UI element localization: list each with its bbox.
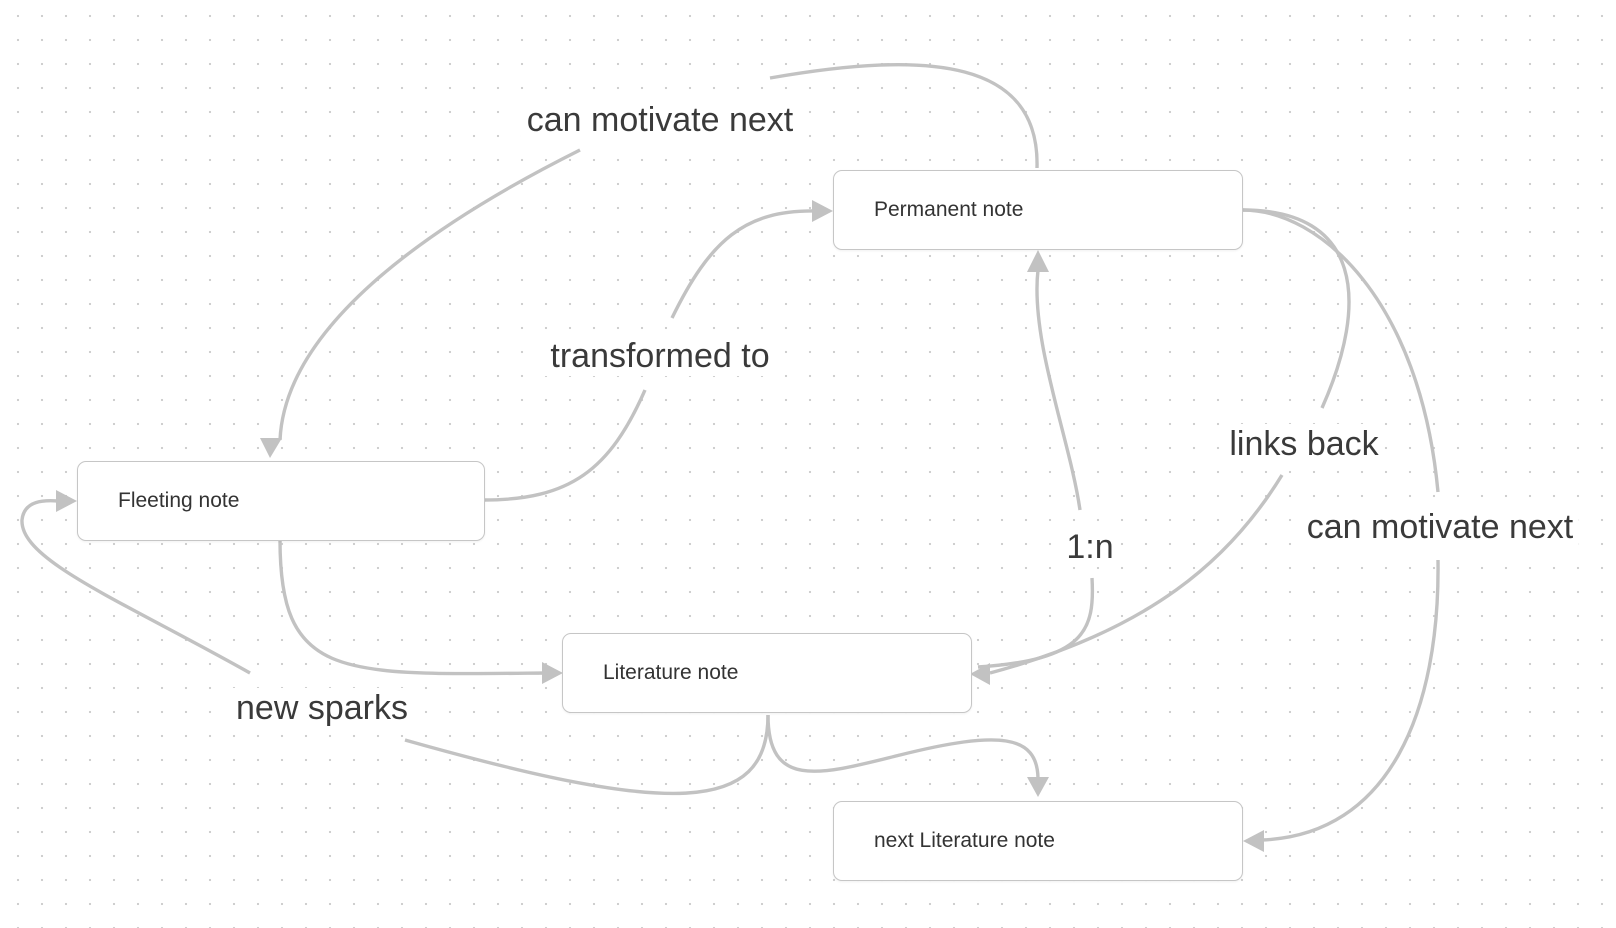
node-literature-note[interactable]: Literature note [562, 633, 972, 713]
edge-label-can-motivate-next-right[interactable]: can motivate next [1300, 507, 1580, 547]
node-label: next Literature note [874, 829, 1055, 852]
edge-label-links-back[interactable]: links back [1223, 424, 1385, 464]
node-label: Literature note [603, 661, 739, 684]
node-fleeting-note[interactable]: Fleeting note [77, 461, 485, 541]
node-label: Permanent note [874, 198, 1024, 221]
edge-label-one-to-n[interactable]: 1:n [1060, 527, 1120, 567]
edge-fleeting-to-lit[interactable] [278, 539, 546, 676]
edge-fleeting-to-perm[interactable] [483, 209, 816, 502]
edge-lit-to-perm-arrowhead [1027, 250, 1049, 272]
edge-lit-to-nextlit[interactable] [766, 714, 1040, 779]
node-next-literature-note[interactable]: next Literature note [833, 801, 1243, 881]
node-label: Fleeting note [118, 489, 240, 512]
edge-perm-to-fleeting-arrowhead [260, 438, 282, 458]
edge-label-can-motivate-next-top[interactable]: can motivate next [520, 100, 800, 140]
edge-perm-to-nextlit-arrowhead [1243, 830, 1264, 852]
edge-lit-to-nextlit-arrowhead [1027, 777, 1049, 797]
edge-lit-to-perm[interactable] [977, 269, 1095, 669]
edge-perm-to-fleeting[interactable] [278, 62, 1039, 441]
edge-fleeting-to-lit-arrowhead [542, 662, 563, 684]
edge-perm-to-lit-links[interactable] [989, 208, 1351, 675]
edge-lit-to-fleeting-arrowhead [56, 490, 77, 512]
edge-lit-to-fleeting[interactable] [20, 499, 770, 796]
edge-perm-to-nextlit[interactable] [1242, 208, 1440, 842]
node-permanent-note[interactable]: Permanent note [833, 170, 1243, 250]
edge-perm-to-lit-arrowhead [970, 663, 990, 685]
edge-label-new-sparks[interactable]: new sparks [230, 688, 414, 728]
edge-fleeting-to-perm-arrowhead [812, 200, 833, 222]
edge-label-transformed-to[interactable]: transformed to [544, 336, 776, 376]
